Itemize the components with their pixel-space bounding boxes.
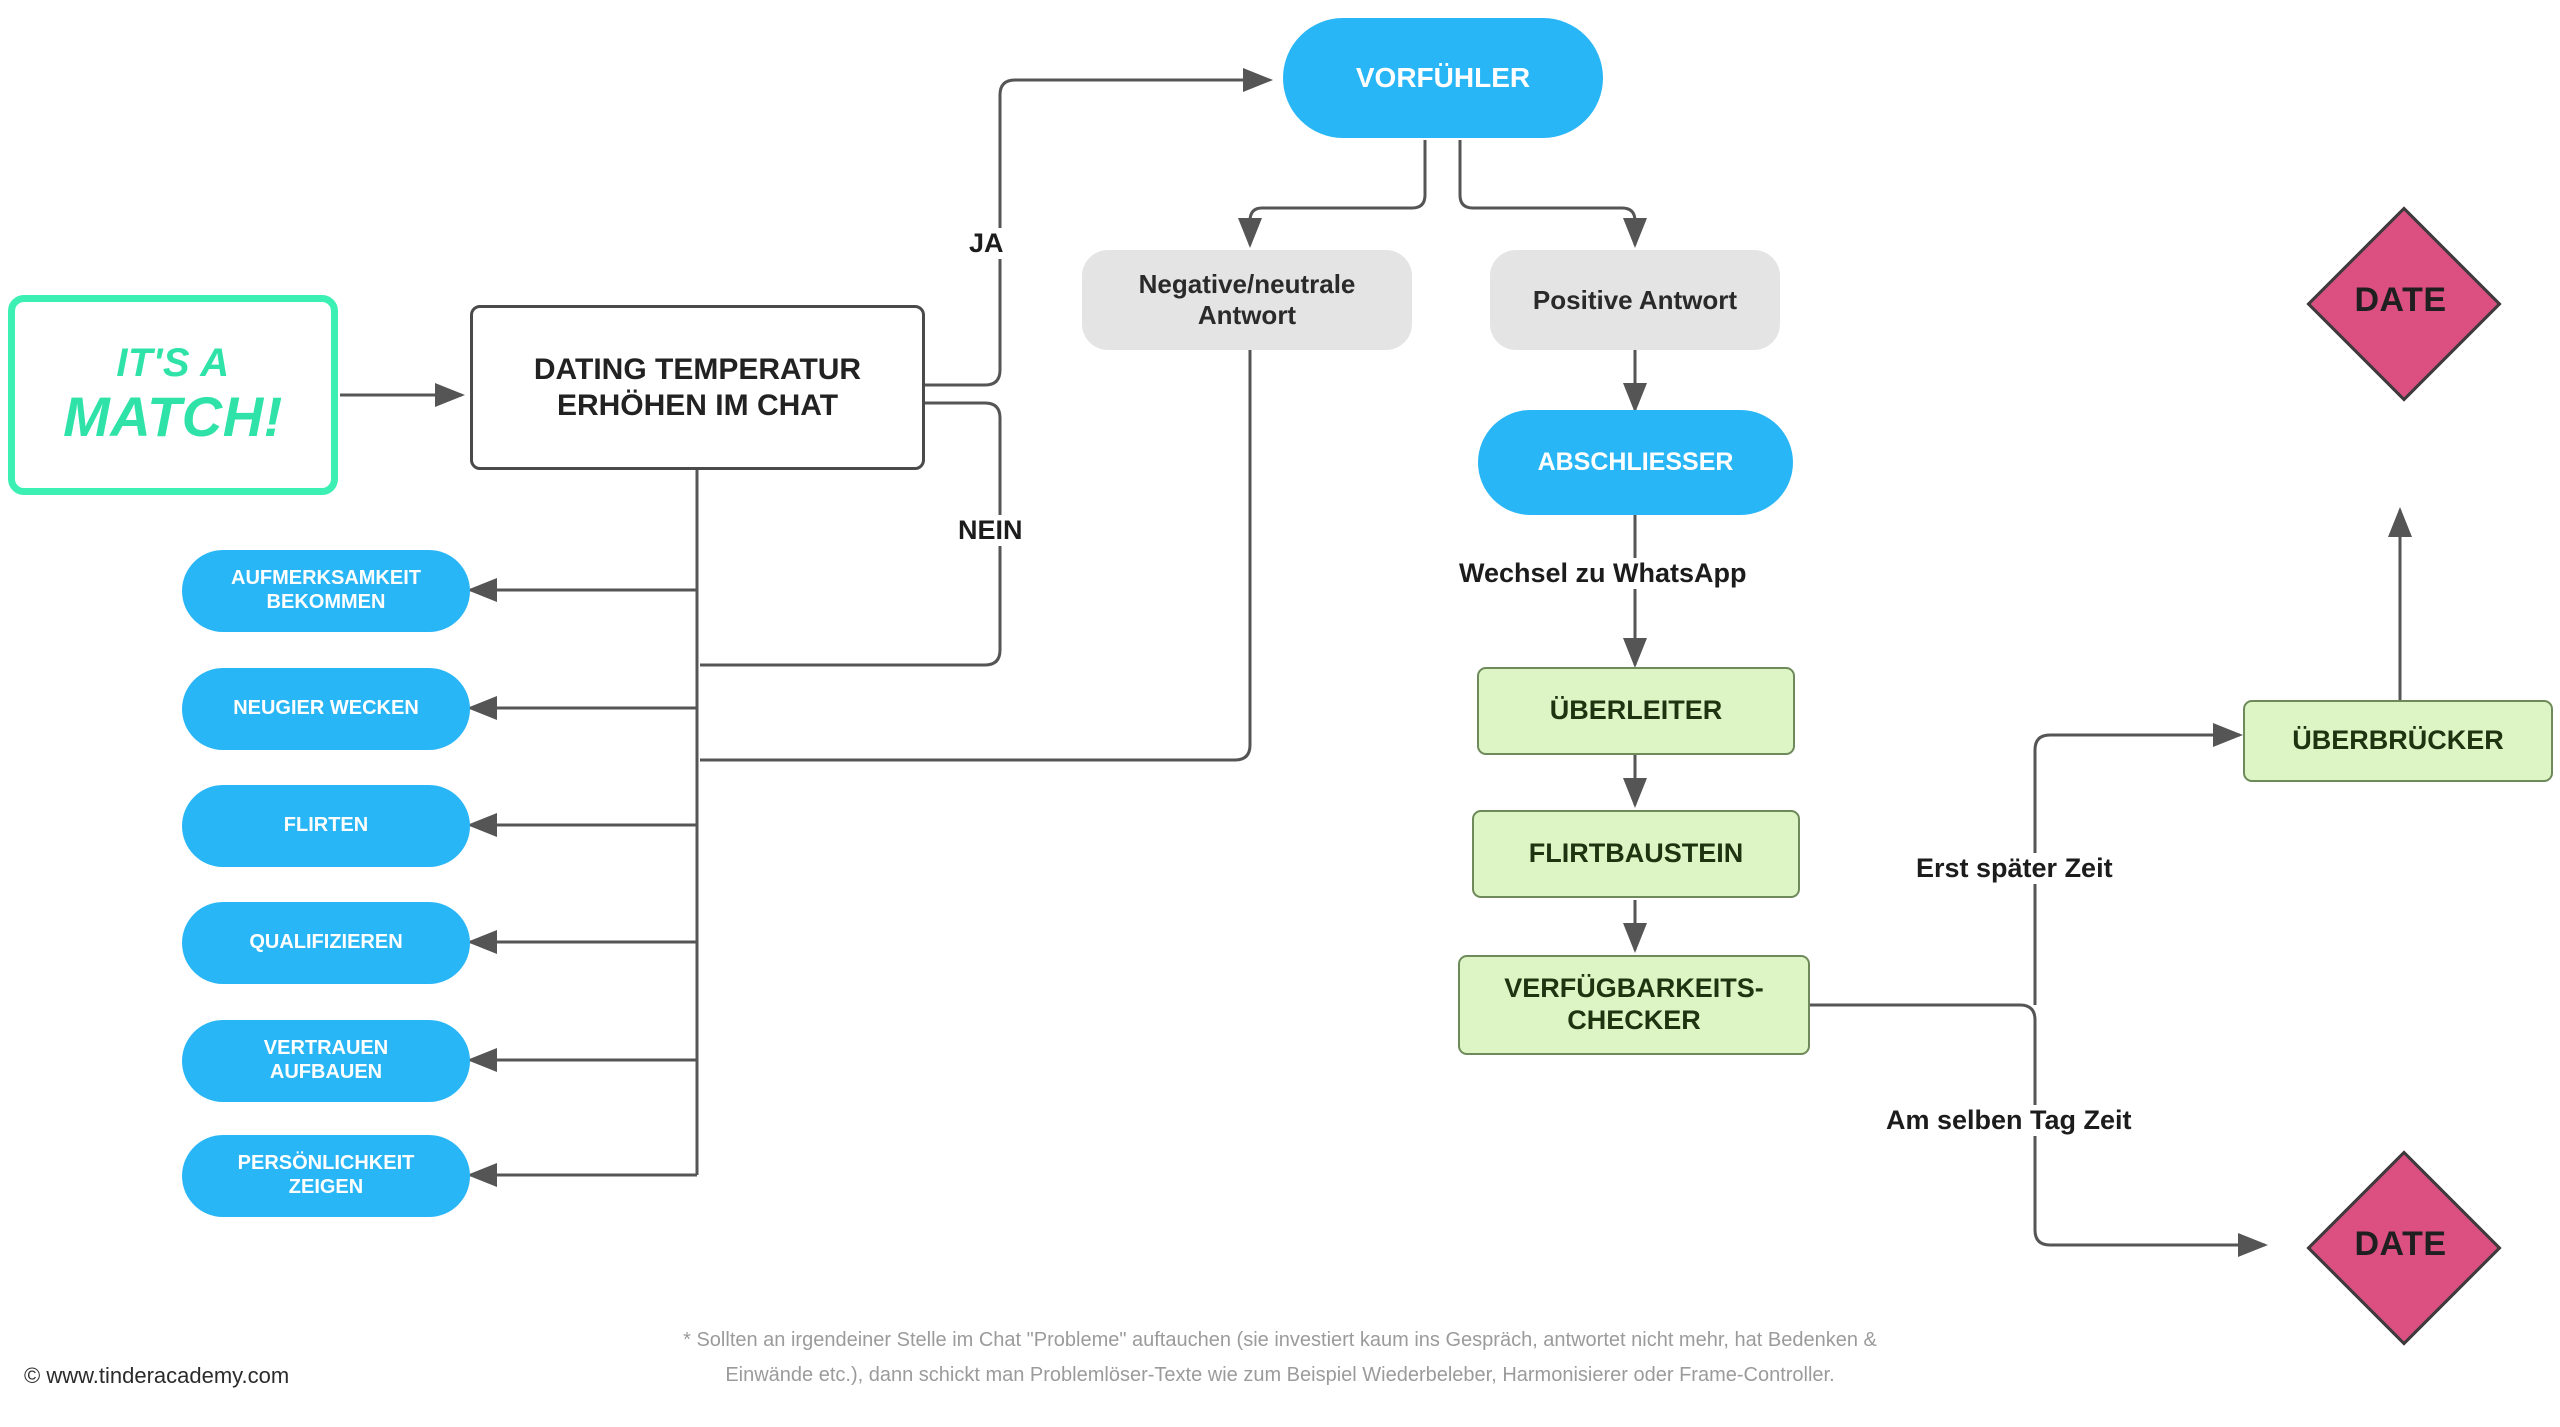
technique-persoenlichkeit-zeigen[interactable]: PERSÖNLICHKEIT ZEIGEN [182, 1135, 470, 1217]
negative-line-2: Antwort [1197, 300, 1297, 330]
technique-6-line-1: PERSÖNLICHKEIT [237, 1152, 415, 1175]
technique-qualifizieren[interactable]: QUALIFIZIEREN [182, 902, 470, 984]
technique-aufmerksamkeit-bekommen[interactable]: AUFMERKSAMKEIT BEKOMMEN [182, 550, 470, 632]
edge-vorfuehler-to-negative [1238, 140, 1427, 248]
node-negative-antwort[interactable]: Negative/neutrale Antwort [1082, 250, 1412, 350]
checker-line-2: CHECKER [1567, 1005, 1701, 1035]
technique-4-line-1: QUALIFIZIEREN [249, 931, 403, 954]
node-abschliesser[interactable]: ABSCHLIESSER [1478, 410, 1793, 515]
edge-vorfuehler-to-positive [1458, 140, 1647, 248]
process-line-2: ERHÖHEN IM CHAT [556, 388, 839, 422]
node-ueberleiter[interactable]: ÜBERLEITER [1477, 667, 1795, 755]
flirtbaustein-label: FLIRTBAUSTEIN [1528, 838, 1744, 869]
node-flirtbaustein[interactable]: FLIRTBAUSTEIN [1472, 810, 1800, 898]
technique-6-line-2: ZEIGEN [288, 1176, 364, 1198]
credit-text: © www.tinderacademy.com [24, 1363, 290, 1388]
edge-label-erst-spaeter-zeit: Erst später Zeit [1910, 853, 2119, 884]
technique-flirten[interactable]: FLIRTEN [182, 785, 470, 867]
process-line-1: DATING TEMPERATUR [533, 353, 862, 387]
technique-1-line-1: AUFMERKSAMKEIT [231, 567, 421, 590]
match-line-1: IT'S A [116, 341, 230, 386]
vorfuehler-label: VORFÜHLER [1355, 62, 1531, 94]
node-date-top[interactable]: DATE [2278, 178, 2523, 423]
node-verfuegbarkeits-checker[interactable]: VERFÜGBARKEITS- CHECKER [1458, 955, 1810, 1055]
edge-label-whatsapp: Wechsel zu WhatsApp [1453, 558, 1753, 589]
technique-3-line-1: FLIRTEN [283, 814, 369, 837]
node-vorfuehler[interactable]: VORFÜHLER [1283, 18, 1603, 138]
technique-neugier-wecken[interactable]: NEUGIER WECKEN [182, 668, 470, 750]
start-node-match[interactable]: IT'S A MATCH! [8, 295, 338, 495]
node-ueberbruecker[interactable]: ÜBERBRÜCKER [2243, 700, 2553, 782]
positive-line-1: Positive Antwort [1532, 284, 1738, 315]
match-line-2: MATCH! [63, 384, 283, 448]
technique-2-line-1: NEUGIER WECKEN [233, 697, 419, 720]
abschliesser-label: ABSCHLIESSER [1537, 447, 1734, 476]
negative-line-1: Negative/neutrale [1138, 269, 1356, 300]
edge-label-am-selben-tag-zeit: Am selben Tag Zeit [1880, 1105, 2138, 1136]
ueberleiter-label: ÜBERLEITER [1549, 695, 1723, 726]
checker-line-1: VERFÜGBARKEITS- [1504, 973, 1764, 1004]
technique-5-line-2: AUFBAUEN [269, 1061, 383, 1083]
date-top-label: DATE [2354, 281, 2447, 319]
edge-label-ja: JA [963, 228, 1010, 259]
node-positive-antwort[interactable]: Positive Antwort [1490, 250, 1780, 350]
edge-label-nein: NEIN [952, 515, 1029, 546]
node-date-bottom[interactable]: DATE [2278, 1122, 2523, 1367]
date-bottom-label: DATE [2354, 1225, 2447, 1263]
technique-vertrauen-aufbauen[interactable]: VERTRAUEN AUFBAUEN [182, 1020, 470, 1102]
process-dating-temperatur[interactable]: DATING TEMPERATUR ERHÖHEN IM CHAT [470, 305, 925, 470]
technique-1-line-2: BEKOMMEN [266, 591, 386, 613]
footnote-line-1: * Sollten an irgendeiner Stelle im Chat … [683, 1329, 1877, 1351]
technique-5-line-1: VERTRAUEN [263, 1037, 389, 1060]
ueberbruecker-label: ÜBERBRÜCKER [2292, 725, 2504, 756]
footnote-line-2: Einwände etc.), dann schickt man Problem… [725, 1364, 1835, 1386]
